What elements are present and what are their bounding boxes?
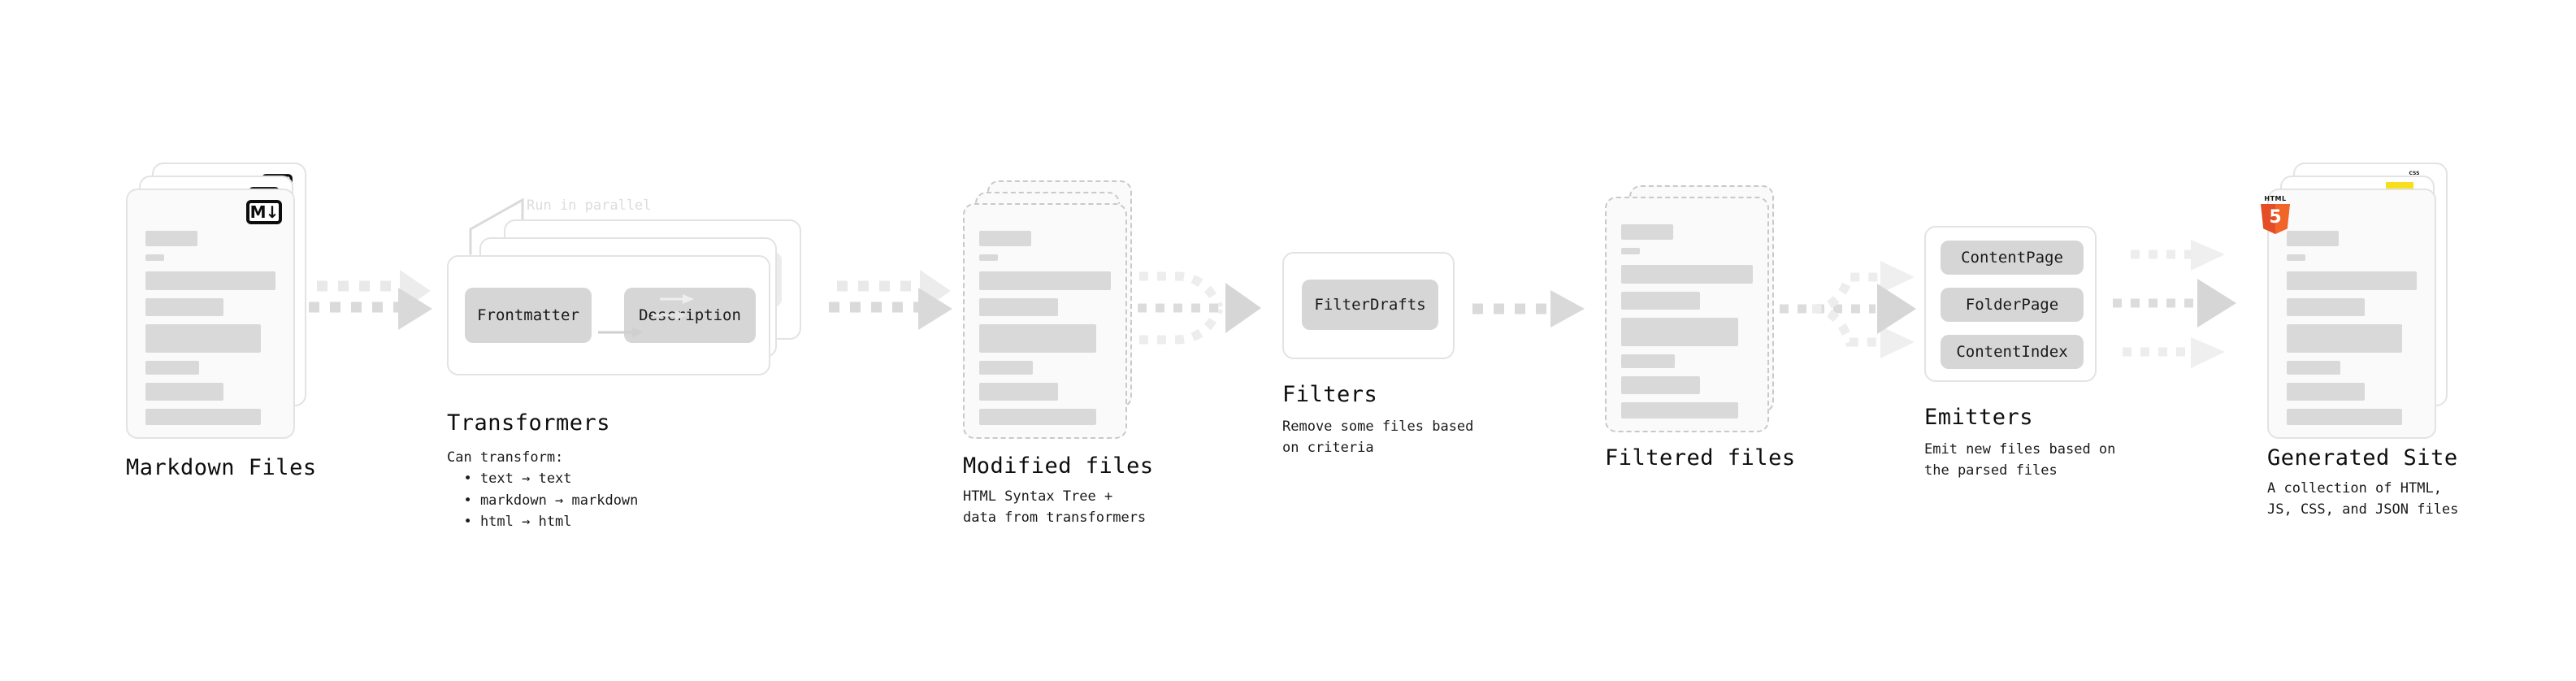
emitters-box: ContentPage FolderPage ContentIndex [1924, 226, 2097, 382]
modified-files-stack [963, 180, 1150, 440]
card-skeleton [1621, 224, 1753, 427]
modified-card-front [963, 203, 1127, 439]
html5-icon: HTML 5 [2259, 195, 2292, 234]
modified-files-title: Modified files [963, 453, 1154, 479]
modified-files-subtitle: HTML Syntax Tree + data from transformer… [963, 488, 1147, 527]
filters-subtitle: Remove some files based on criteria [1282, 419, 1474, 457]
transformer-node-description[interactable]: Description [624, 288, 756, 343]
filter-node-filterdrafts[interactable]: FilterDrafts [1302, 280, 1438, 330]
emitter-node-folderpage[interactable]: FolderPage [1941, 288, 2084, 322]
card-skeleton [145, 231, 275, 433]
transformer-inner-arrow-front [598, 327, 644, 337]
arrow-emitters-to-site [2113, 240, 2236, 368]
generated-site-stack: CSS HTML 5 [2261, 163, 2470, 439]
markdown-files-stack: M↓ M↓ M↓ [126, 163, 313, 439]
emitter-node-contentpage[interactable]: ContentPage [1941, 241, 2084, 275]
transformer-inner-arrow-mid [653, 310, 687, 320]
site-card-front: HTML 5 [2261, 189, 2436, 439]
emitter-node-contentindex[interactable]: ContentIndex [1941, 335, 2084, 369]
emitters-title: Emitters [1924, 405, 2034, 430]
arrow-transformers-to-modified [829, 270, 952, 330]
filters-box: FilterDrafts [1282, 252, 1455, 359]
card-skeleton [979, 231, 1111, 433]
arrow-markdown-to-transformers [309, 270, 432, 330]
arrow-filtered-to-emitters [1780, 261, 1916, 358]
filtered-card-front [1605, 197, 1769, 432]
generated-site-subtitle: A collection of HTML, JS, CSS, and JSON … [2267, 480, 2459, 518]
transformer-inner-arrow-back [660, 294, 694, 304]
transformers-title: Transformers [447, 410, 611, 436]
run-in-parallel-label: Run in parallel [527, 197, 652, 214]
markdown-icon: M↓ [246, 200, 282, 224]
transformer-node-frontmatter[interactable]: Frontmatter [465, 288, 592, 343]
card-skeleton [2287, 231, 2417, 433]
generated-site-title: Generated Site [2267, 445, 2458, 471]
markdown-files-title: Markdown Files [126, 455, 317, 480]
transformers-stack: Frontmatter Description [447, 219, 837, 406]
run-in-parallel-bracket [469, 197, 524, 255]
arrow-modified-to-filters [1138, 271, 1261, 345]
filtered-files-title: Filtered files [1605, 445, 1796, 471]
arrow-filters-to-filtered [1472, 290, 1585, 327]
transformer-card-front: Frontmatter Description [447, 255, 770, 375]
markdown-card-front: M↓ [126, 189, 295, 439]
transformers-subtitle: Can transform: • text → text • markdown … [447, 449, 639, 531]
emitters-subtitle: Emit new files based on the parsed files [1924, 441, 2116, 479]
filtered-files-stack [1605, 185, 1792, 445]
filters-title: Filters [1282, 382, 1378, 407]
